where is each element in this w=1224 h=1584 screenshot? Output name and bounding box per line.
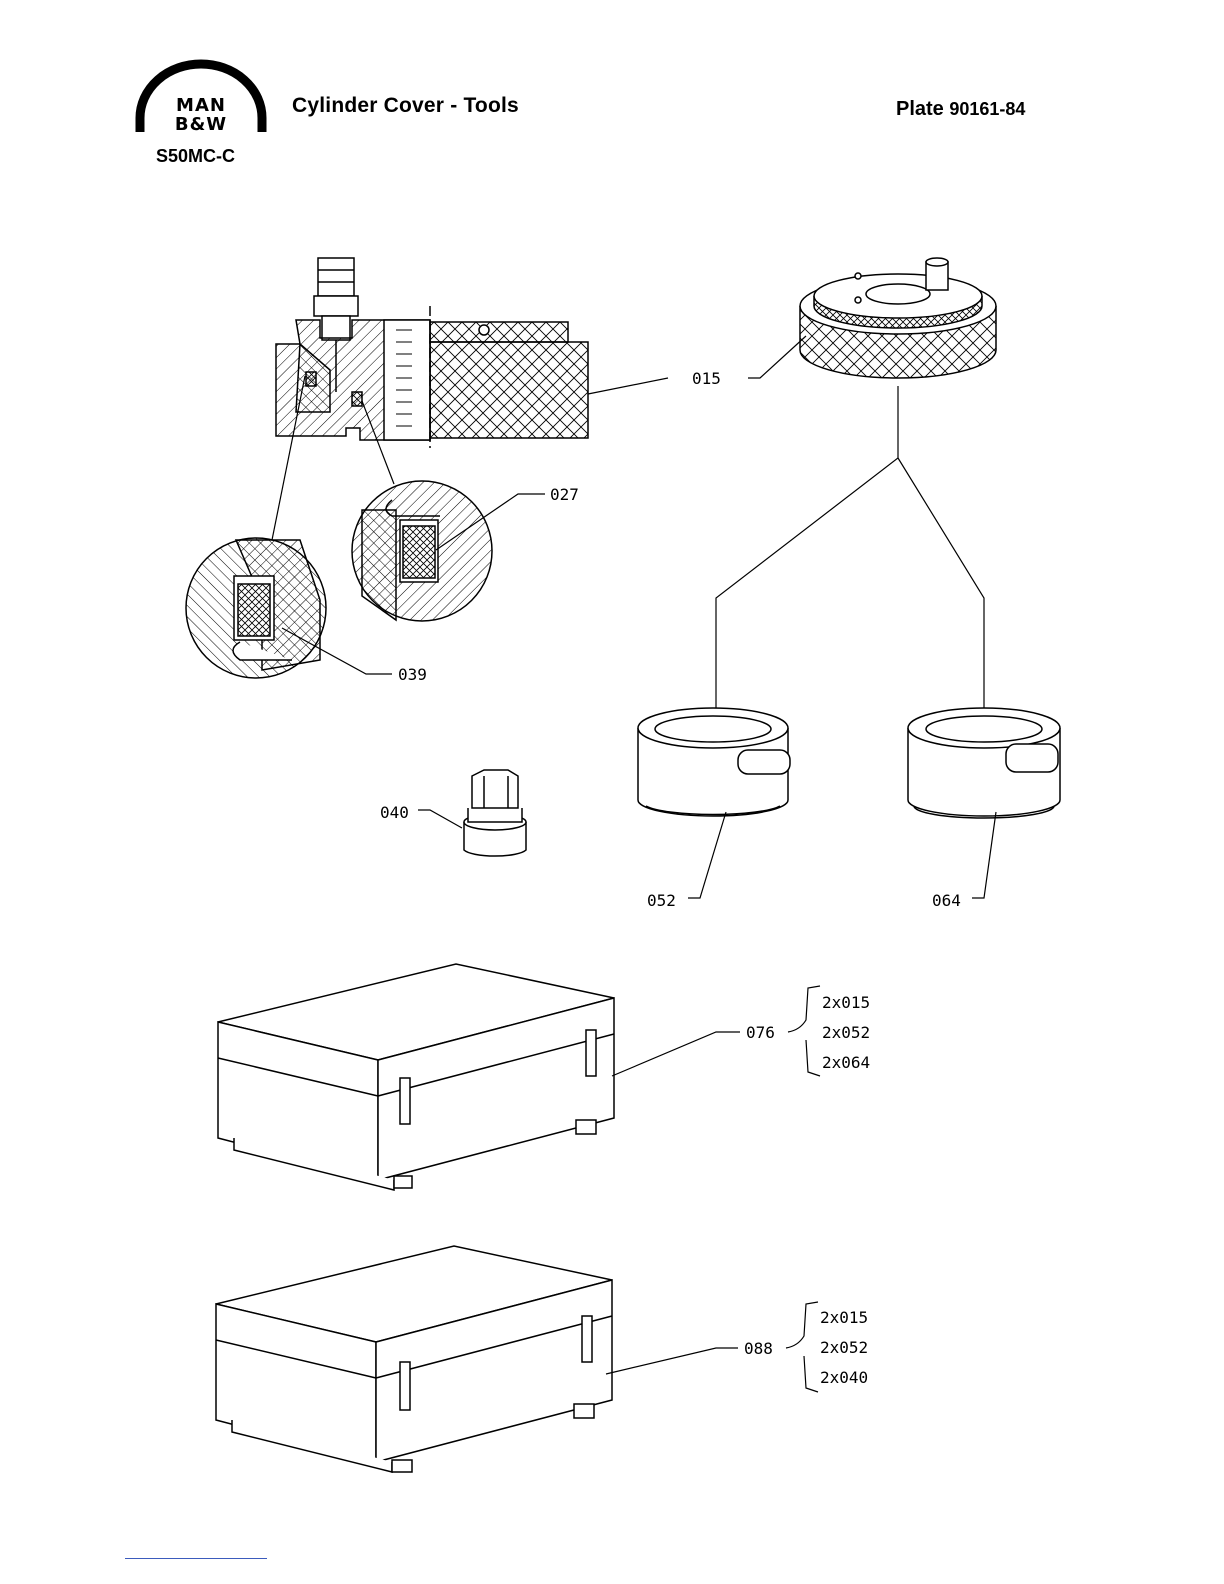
- footer-rule: [125, 1558, 267, 1559]
- box-088: [216, 1246, 612, 1472]
- ring-052: [638, 708, 790, 816]
- part-label-040: 040: [380, 803, 409, 822]
- part-label-064: 064: [932, 891, 961, 910]
- ring-064: [908, 708, 1060, 818]
- box-088-contents: 2x015 2x052 2x040: [820, 1308, 868, 1387]
- tool-015-perspective: [800, 258, 996, 378]
- detail-027-seal: [352, 481, 492, 621]
- tool-015-section-view: [276, 258, 588, 448]
- box-076-item-1: 2x015: [822, 993, 870, 1012]
- box-076: [218, 964, 614, 1190]
- box-088-item-1: 2x015: [820, 1308, 868, 1327]
- part-label-039: 039: [398, 665, 427, 684]
- detail-039-seal: [186, 538, 326, 678]
- box-088-item-2: 2x052: [820, 1338, 868, 1357]
- box-088-item-3: 2x040: [820, 1368, 868, 1387]
- part-label-015: 015: [692, 369, 721, 388]
- nut-040: [464, 770, 526, 856]
- part-label-076: 076: [746, 1023, 775, 1042]
- box-076-contents: 2x015 2x052 2x064: [822, 993, 870, 1072]
- part-label-088: 088: [744, 1339, 773, 1358]
- box-076-item-3: 2x064: [822, 1053, 870, 1072]
- part-label-052: 052: [647, 891, 676, 910]
- part-label-027: 027: [550, 485, 579, 504]
- box-076-item-2: 2x052: [822, 1023, 870, 1042]
